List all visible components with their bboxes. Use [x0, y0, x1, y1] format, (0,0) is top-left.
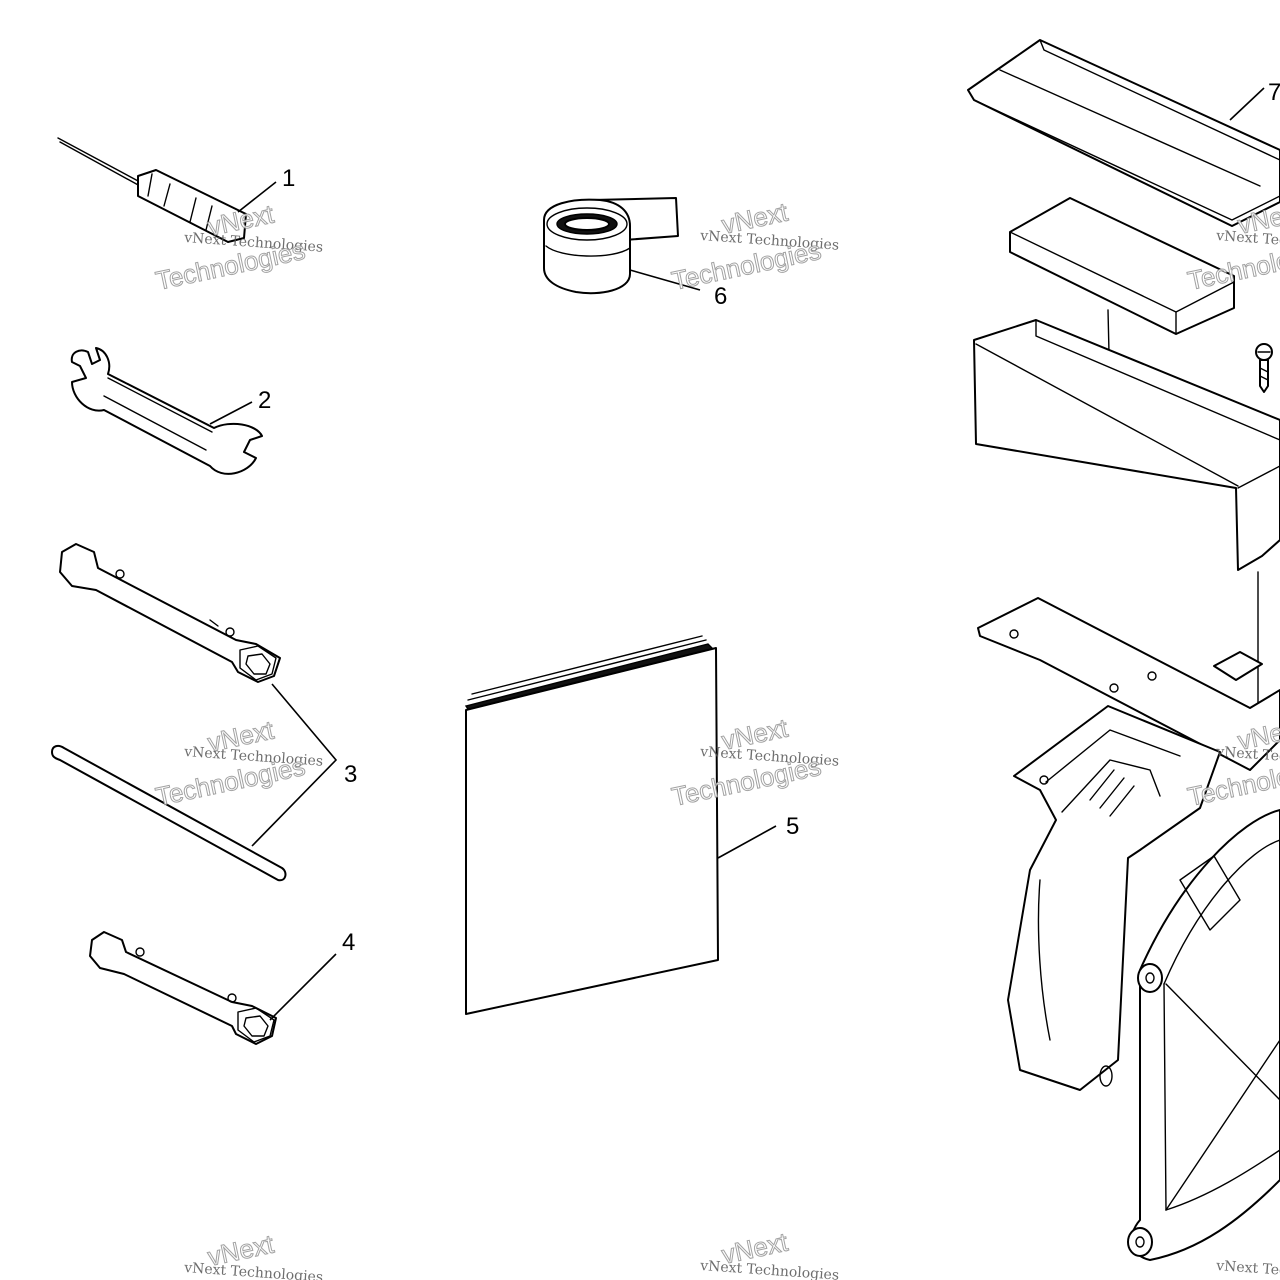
mounting-bracket-part	[977, 597, 1280, 771]
toolbox-pad-part	[1009, 197, 1235, 335]
watermark-text: vNext Technologies	[699, 1258, 840, 1280]
drive-housing-part	[1007, 705, 1221, 1091]
drive-cover-part	[1127, 809, 1280, 1261]
screw-part	[1255, 343, 1273, 393]
watermark-mid-right: vNext vNext Technologies Technologies	[1185, 712, 1280, 812]
watermark-top-center: vNext vNext Technologies Technologies	[669, 196, 840, 296]
box-spanner-small-part	[89, 931, 277, 1045]
watermark-bottom-center: vNext vNext Technologies	[699, 1226, 840, 1280]
callout-1-label: 1	[282, 165, 295, 192]
tape-roll-part	[543, 197, 679, 295]
screwdriver-part	[57, 137, 247, 243]
callout-5-label: 5	[786, 813, 799, 840]
watermark-text: vNext Technologies	[183, 1260, 324, 1280]
wrench-part	[70, 347, 263, 475]
watermark-bottom-left: vNext vNext Technologies	[183, 1228, 324, 1280]
tommy-bar-part	[51, 744, 287, 882]
callout-2-label: 2	[258, 387, 271, 414]
watermark-text: vNext Technologies	[1215, 1258, 1280, 1280]
callout-4-label: 4	[342, 929, 355, 956]
toolbox-lid-part	[967, 39, 1280, 227]
watermark-mid-left: vNext vNext Technologies Technologies	[153, 714, 324, 812]
box-spanner-large-part	[59, 543, 281, 683]
watermark-bottom-right: vNext Technologies	[1215, 1258, 1280, 1280]
callout-3-label: 3	[344, 761, 357, 788]
callout-6-label: 6	[714, 283, 727, 310]
toolbox-tray-part	[973, 319, 1280, 571]
manual-part	[464, 635, 719, 1015]
callout-7-label: 7	[1268, 79, 1280, 106]
